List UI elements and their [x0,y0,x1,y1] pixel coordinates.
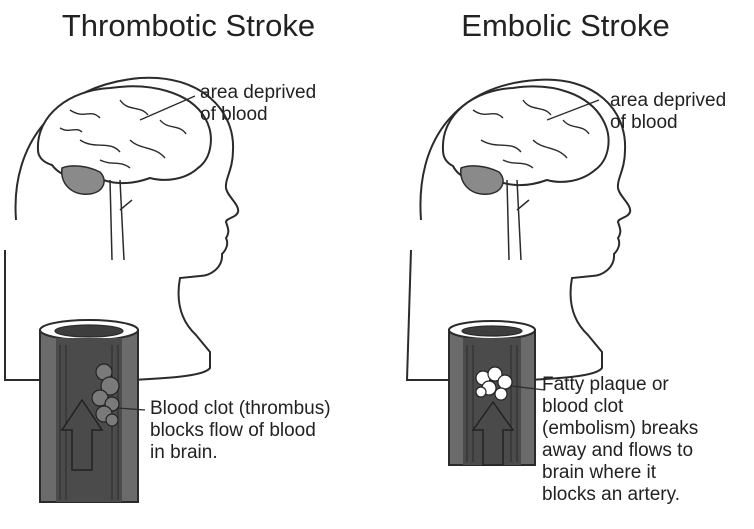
embolic-stroke-panel: Embolic Stroke [377,0,754,529]
thrombotic-brain-label: area deprived of blood [200,82,316,126]
cerebellum [62,166,104,194]
neck-artery [507,180,529,260]
embolic-brain-label: area deprived of blood [610,90,726,134]
embolic-vessel-label: Fatty plaque or blood clot (embolism) br… [542,374,698,506]
cerebellum [461,166,503,194]
thrombotic-vessel-label: Blood clot (thrombus) blocks flow of blo… [150,398,331,464]
thrombotic-stroke-panel: Thrombotic Stroke [0,0,377,529]
neck-artery [110,180,132,260]
